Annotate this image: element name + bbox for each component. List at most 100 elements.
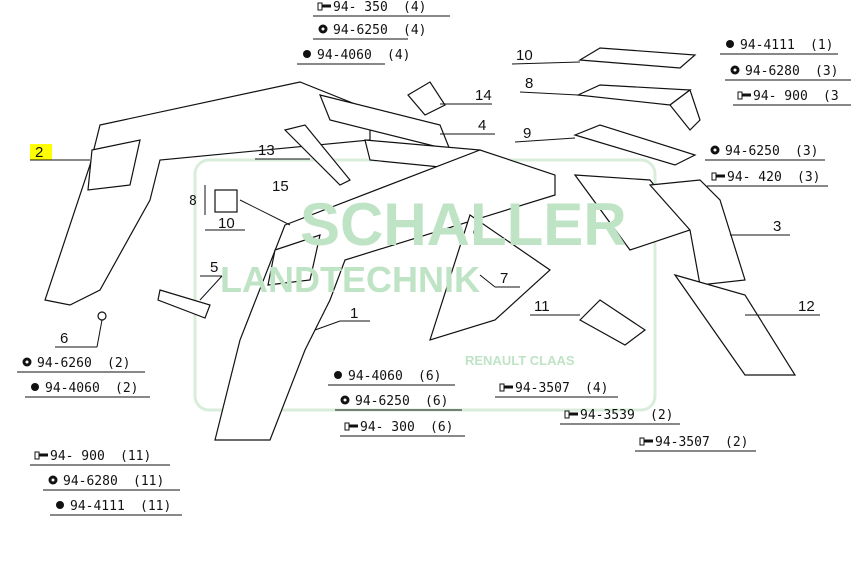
quantity: (4) [387,48,410,63]
nut-icon [56,501,64,509]
washer-icon [22,357,32,367]
hardware-label[interactable]: 94-6250 (3) [705,144,825,161]
quantity: (3) [797,170,820,185]
part-9-rail [573,124,697,166]
part-number: 94-6250 [333,23,388,38]
hardware-label[interactable]: 94- 900(3 [733,89,851,106]
callout-14[interactable]: 14 [475,87,492,104]
quantity: (4) [585,381,608,396]
quantity: (2) [725,435,748,450]
part-6-pin [97,311,107,321]
bolt-icon [564,410,579,419]
quantity: (3) [795,144,818,159]
callout-1[interactable]: 1 [350,305,358,322]
bolt-icon [317,2,332,11]
callout-15[interactable]: 15 [272,178,289,195]
watermark: SCHALLER LANDTECHNIK RENAULT CLAAS [220,191,627,368]
part-number: 94-6260 [37,356,92,371]
part-number: 94-4060 [317,48,372,63]
part-10-rail [578,47,697,69]
quantity: (4) [403,0,426,15]
bolt-icon [737,91,752,100]
callout-9[interactable]: 9 [523,125,531,142]
nut-icon [726,40,734,48]
hardware-label[interactable]: 94-3507 (4) [495,381,618,398]
nut-icon [303,50,311,58]
callout-13[interactable]: 13 [258,142,275,159]
hardware-label[interactable]: 94-3507 (2) [635,435,756,452]
bolt-icon [711,172,726,181]
hardware-label[interactable]: 94-6280 (11) [43,474,180,491]
hardware-label[interactable]: 94-4060 (2) [25,381,150,398]
nut-icon [31,383,39,391]
hardware-label[interactable]: 94-6250 (4) [313,23,426,40]
bolt-icon [34,451,49,460]
highlight-marker [30,144,52,160]
callout-11[interactable]: 11 [534,298,550,315]
dimension-height: 8 [189,194,197,209]
hardware-label[interactable]: 94-6250(6) [335,394,462,411]
hardware-label[interactable]: 94- 900(11) [30,449,170,466]
part-number: 94-4111 [70,499,125,514]
part-number: 94- 350 [333,0,388,15]
quantity: (2) [115,381,138,396]
part-number: 94-6280 [63,474,118,489]
hardware-label[interactable]: 94-6260(2) [17,356,145,373]
part-2-fender-left [44,81,371,306]
part-number: 94- 420 [727,170,782,185]
hardware-label[interactable]: 94-4060 (6) [328,369,455,386]
part-number: 94-4060 [45,381,100,396]
washer-icon [340,395,350,405]
part-number: 94- 300 [360,420,415,435]
callout-8[interactable]: 8 [525,75,533,92]
callout-5[interactable]: 5 [210,259,218,276]
part-12-cover [673,273,797,376]
washer-icon [710,145,720,155]
callout-7[interactable]: 7 [500,270,508,287]
quantity: (6) [425,394,448,409]
hardware-label[interactable]: 94-4060 (4) [297,48,410,65]
part-number: 94-3507 [515,381,570,396]
part-number: 94-6250 [725,144,780,159]
part-13-strut [283,124,351,186]
dimension-marks: 8 10 [189,185,245,232]
bolt-icon [639,437,654,446]
callout-2[interactable]: 2 [35,144,43,161]
callout-12[interactable]: 12 [798,298,815,315]
hardware-label[interactable]: 94-3539(2) [560,408,680,425]
hardware-labels: 94- 350 (4) 94-6250 (4) 94-4060 (4) 94-4111(1)… [17,0,851,516]
part-8-rail [575,84,701,131]
part-number: 94-4060 [348,369,403,384]
part-5-strip [157,289,211,319]
quantity: (3) [815,64,838,79]
quantity: (11) [133,474,164,489]
callout-10[interactable]: 10 [516,47,533,64]
hardware-label[interactable]: 94- 420 (3) [707,170,828,187]
callout-4[interactable]: 4 [478,117,486,134]
part-number: 94-4111 [740,38,795,53]
quantity: (6) [418,369,441,384]
dimension-width: 10 [218,215,235,232]
part-1-fender-right [214,149,556,441]
quantity: (6) [430,420,453,435]
hardware-label[interactable]: 94-6280 (3) [725,64,851,81]
bolt-icon [344,422,359,431]
hardware-label[interactable]: 94- 350 (4) [313,0,450,17]
quantity: (11) [140,499,171,514]
washer-icon [730,65,740,75]
part-number: 94- 900 [753,89,808,104]
hardware-label[interactable]: 94-4111(1) [720,38,838,55]
part-number: 94-6280 [745,64,800,79]
bolt-icon [499,383,514,392]
part-3-housing [573,174,746,286]
hardware-label[interactable]: 94-4111 (11) [50,499,182,516]
part-number: 94-3507 [655,435,710,450]
callout-6[interactable]: 6 [60,330,68,347]
quantity: (4) [403,23,426,38]
watermark-sub: LANDTECHNIK [220,259,480,300]
callout-numbers: 2 1 3 4 5 6 7 8 9 10 11 12 13 14 15 [30,47,820,348]
callout-3[interactable]: 3 [773,218,781,235]
hardware-label[interactable]: 94- 300 (6) [340,420,465,437]
part-11-plate [579,299,647,346]
